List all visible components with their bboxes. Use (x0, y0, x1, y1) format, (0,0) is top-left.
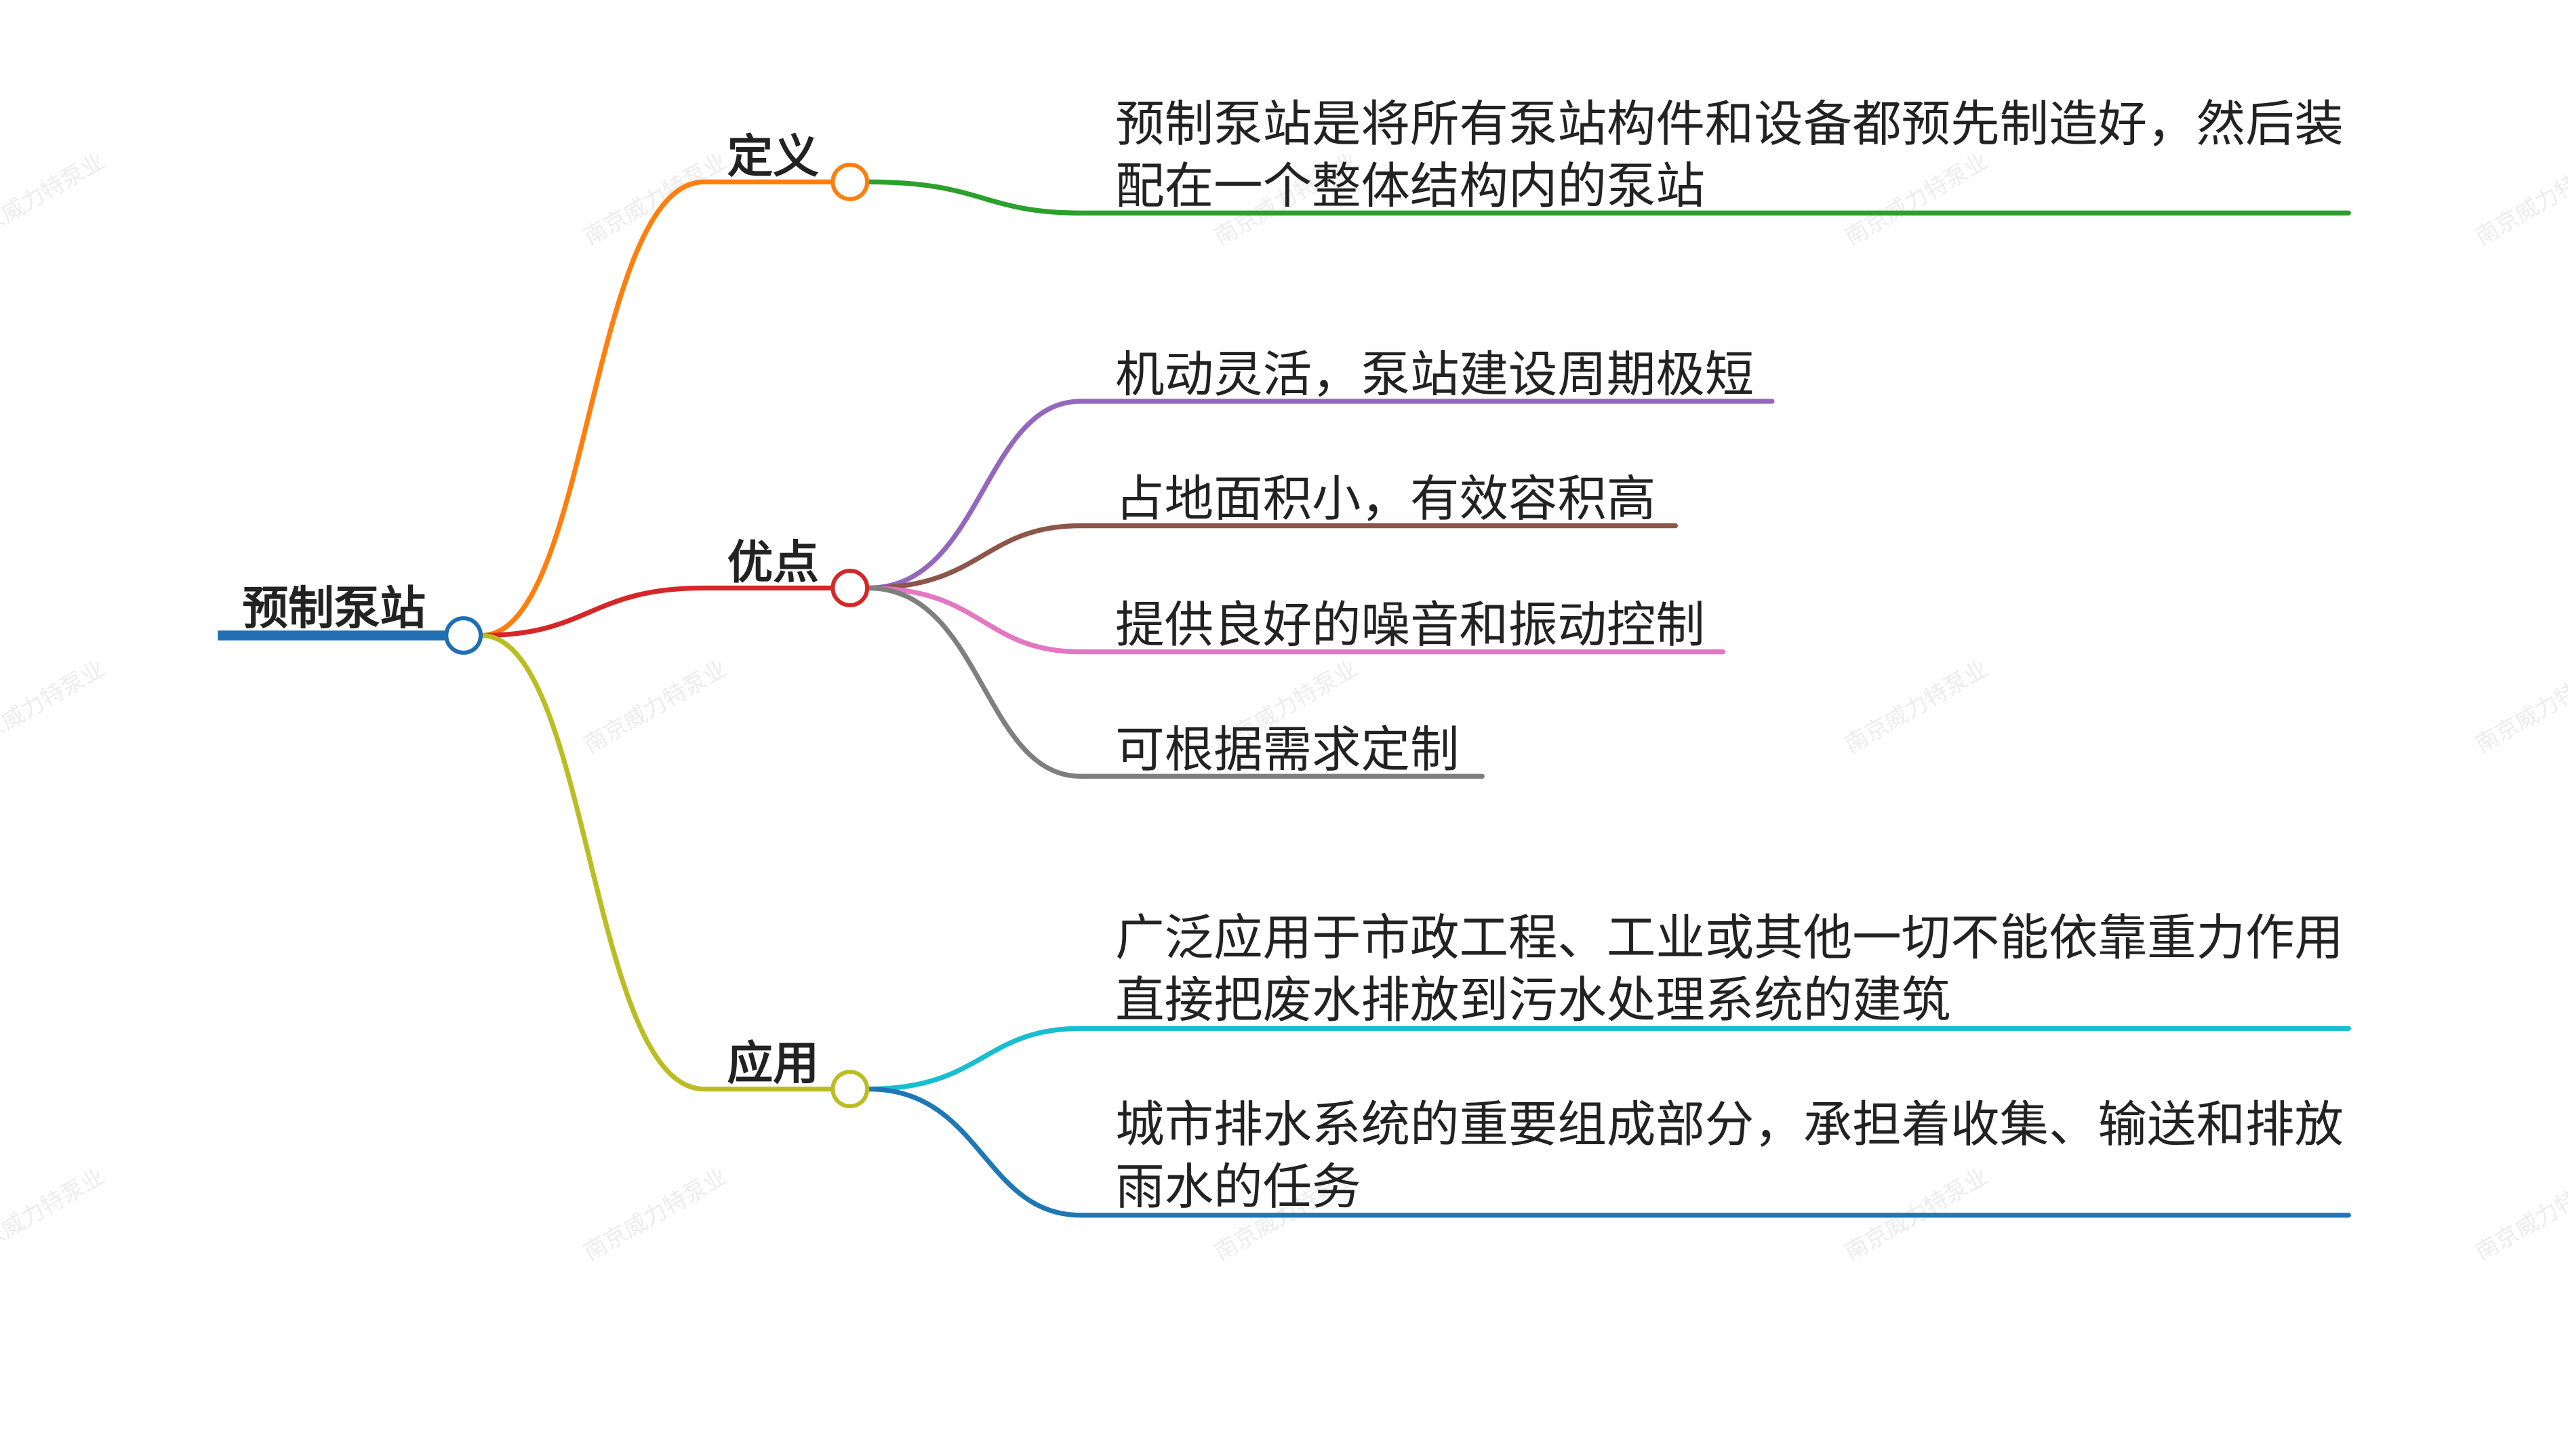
watermark-text: 南京威力特泵业 (579, 655, 731, 758)
leaf-text[interactable]: 直接把废水排放到污水处理系统的建筑 (1115, 972, 1950, 1029)
leaf-line (865, 585, 1485, 779)
watermark-text: 南京威力特泵业 (2470, 1162, 2568, 1266)
leaf-text[interactable]: 配在一个整体结构内的泵站 (1115, 159, 1705, 216)
leaf-text[interactable]: 占地面积小，有效容积高 (1115, 471, 1656, 528)
watermark-text: 南京威力特泵业 (0, 1162, 109, 1266)
advantages-collapse-toggle[interactable] (830, 569, 870, 607)
leaf-text[interactable]: 机动灵活，泵站建设周期极短 (1115, 347, 1754, 404)
leaf-line (865, 179, 2351, 216)
leaf-text[interactable]: 雨水的任务 (1115, 1159, 1361, 1216)
branch-line-applications (479, 632, 835, 1092)
leaf-line (865, 1087, 2351, 1218)
branch-line-definition (479, 179, 835, 639)
branch-label-applications[interactable]: 应用 (727, 1036, 819, 1090)
root-node[interactable]: 预制泵站 (218, 582, 446, 641)
leaf-line (865, 1026, 2351, 1092)
leaf-line (865, 399, 1775, 591)
watermark-text: 南京威力特泵业 (579, 147, 731, 250)
leaf-text[interactable]: 广泛应用于市政工程、工业或其他一切不能依靠重力作用 (1115, 910, 2344, 967)
branch-label-definition[interactable]: 定义 (727, 129, 820, 183)
branch-line-advantages (479, 585, 835, 639)
watermark-text: 南京威力特泵业 (0, 147, 109, 250)
watermark-text: 南京威力特泵业 (2470, 147, 2568, 250)
root-collapse-toggle[interactable] (444, 616, 483, 655)
leaf-text[interactable]: 提供良好的噪音和振动控制 (1115, 597, 1705, 654)
leaf-line (865, 523, 1679, 591)
leaf-line (865, 585, 1726, 655)
leaf-text[interactable]: 预制泵站是将所有泵站构件和设备都预先制造好，然后装 (1115, 96, 2344, 153)
watermark-text: 南京威力特泵业 (1840, 147, 1992, 250)
watermark-text: 南京威力特泵业 (579, 1162, 731, 1266)
definition-collapse-toggle[interactable] (830, 162, 870, 201)
watermark-text: 南京威力特泵业 (2470, 655, 2568, 758)
applications-collapse-toggle[interactable] (830, 1070, 870, 1109)
branch-label-advantages[interactable]: 优点 (727, 535, 819, 589)
leaf-text[interactable]: 城市排水系统的重要组成部分，承担着收集、输送和排放 (1115, 1097, 2344, 1154)
watermark-text: 南京威力特泵业 (0, 655, 109, 758)
root-label: 预制泵站 (243, 582, 426, 635)
watermark-text: 南京威力特泵业 (1840, 655, 1992, 758)
leaf-text[interactable]: 可根据需求定制 (1115, 722, 1459, 779)
